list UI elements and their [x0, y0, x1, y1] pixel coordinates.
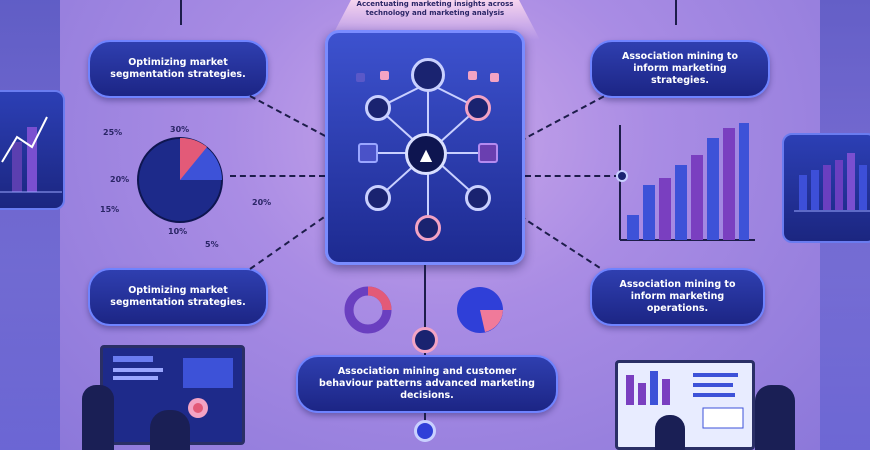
presenter-person-left [82, 385, 114, 450]
bottom-connector-node [412, 327, 438, 353]
left-wall-panel [0, 0, 70, 450]
right-bar-chart-panel [782, 133, 870, 243]
connector-right-mid [525, 175, 620, 177]
hub-top-icon-1 [356, 73, 365, 82]
hub-node-lower-left [365, 185, 391, 211]
right-screen-content [626, 371, 744, 429]
connector-hub-bottom [424, 265, 426, 355]
top-connector-left [180, 0, 182, 25]
left-line-chart-panel [0, 90, 65, 210]
hub-node-bottom [415, 215, 441, 241]
right-bar-chart [619, 123, 755, 241]
audience-person-left [150, 410, 190, 450]
hub-top-node [411, 58, 445, 92]
pie-label-2: 25% [103, 128, 123, 137]
right-mid-pill: Association mining to inform marketing o… [590, 268, 765, 326]
line-chart-graphic [0, 116, 62, 193]
left-pie-chart [137, 137, 223, 223]
hub-node-upper-right [465, 95, 491, 121]
mountain-icon: ▲ [405, 133, 447, 175]
bottom-pill: Association mining and customer behaviou… [296, 355, 558, 413]
presenter-person-right [755, 385, 795, 450]
top-connector-right [675, 0, 677, 25]
right-pie-chart [457, 287, 503, 333]
hub-node-lower-right [465, 185, 491, 211]
left-top-pill: Optimizing market segmentation strategie… [88, 40, 268, 98]
right-top-pill: Association mining to inform marketing s… [590, 40, 770, 98]
pie-label-4: 15% [100, 205, 120, 214]
hub-top-icon-2 [380, 71, 389, 80]
central-hub-panel: ▲ [325, 30, 525, 265]
bottom-end-node [414, 420, 436, 442]
left-donut-chart [344, 286, 392, 334]
left-mid-pill: Optimizing market segmentation strategie… [88, 268, 268, 326]
pie-label-5: 10% [168, 227, 188, 236]
pie-label-7: 5% [205, 240, 219, 249]
right-presentation-screen [615, 360, 755, 450]
hub-top-icon-3 [468, 71, 477, 80]
pie-label-3: 20% [110, 175, 130, 184]
connector-left-mid [230, 175, 325, 177]
pie-label-1: 30% [170, 125, 190, 134]
right-top-pill-text: Association mining to inform marketing s… [622, 51, 738, 86]
hub-square-right [478, 143, 498, 163]
right-mid-pill-text: Association mining to inform marketing o… [619, 279, 736, 314]
left-top-pill-text: Optimizing market segmentation strategie… [110, 57, 246, 80]
bar-chart-marker [616, 170, 628, 182]
left-screen-content [113, 356, 233, 418]
bar-chart-graphic [794, 153, 870, 212]
hub-top-icon-4 [490, 73, 499, 82]
pie-label-6: 20% [252, 198, 272, 207]
audience-person-right [655, 415, 685, 450]
top-caption: Accentuating marketing insights across t… [356, 0, 514, 17]
left-mid-pill-text: Optimizing market segmentation strategie… [110, 285, 246, 308]
bottom-pill-text: Association mining and customer behaviou… [319, 366, 535, 401]
hub-node-upper-left [365, 95, 391, 121]
hub-square-left [358, 143, 378, 163]
